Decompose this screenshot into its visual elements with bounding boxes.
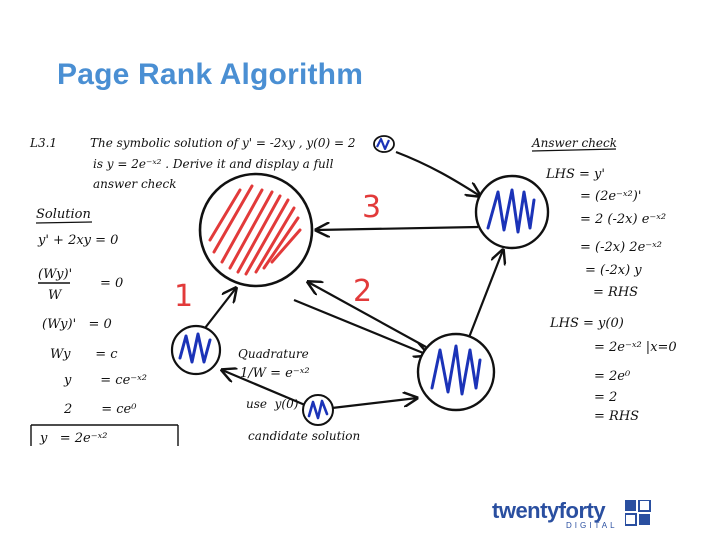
solution-step-2-den: W — [48, 288, 62, 303]
solution-box — [30, 424, 179, 446]
answer-check-heading: Answer check — [532, 136, 618, 150]
solution-step-3: (Wy)' = 0 — [42, 317, 112, 332]
solution-heading: Solution — [36, 207, 91, 222]
answer-lhs2-line-4: = 2 — [594, 390, 618, 405]
problem-label: L3.1 — [30, 136, 58, 150]
slide-title: Page Rank Algorithm — [57, 58, 364, 91]
edge-label-3: 3 — [362, 190, 382, 225]
solution-step-5: y = ce⁻ˣ² — [64, 373, 147, 388]
answer-lhs1-line-3: = 2 (-2x) e⁻ˣ² — [580, 212, 667, 227]
solution-step-6: 2 = ce⁰ — [64, 402, 137, 417]
answer-lhs1-line-1: LHS = y' — [546, 167, 605, 182]
answer-lhs1-line-4: = (-2x) 2e⁻ˣ² — [580, 240, 662, 255]
edge-arrow-right-to-top — [466, 250, 503, 341]
answer-underline — [531, 148, 617, 152]
edge-label-2: 2 — [353, 274, 373, 309]
solution-step-1: y' + 2xy = 0 — [38, 233, 119, 248]
answer-lhs2-line-3: = 2e⁰ — [594, 369, 631, 384]
edge-arrow-bottom-to-small — [222, 370, 306, 407]
answer-lhs1-line-2: = (2e⁻ˣ²)' — [580, 189, 642, 204]
edge-label-1: 1 — [174, 279, 194, 314]
logo-mark-icon — [625, 500, 651, 526]
edge-arrow-big-to-right — [293, 298, 428, 355]
solution-step-4: Wy = c — [50, 347, 118, 362]
problem-line-3: answer check — [93, 177, 177, 191]
solution-underline — [35, 221, 93, 224]
answer-lhs2-line-5: = RHS — [594, 409, 640, 424]
answer-lhs2-line-1: LHS = y(0) — [550, 316, 624, 331]
edge-arrow-bottom-to-right — [331, 398, 417, 410]
top-right-node — [474, 174, 550, 250]
big-red-node — [198, 172, 314, 288]
problem-line-2: is y = 2e⁻ˣ² . Derive it and display a f… — [93, 157, 334, 171]
edge-arrow-top-to-big — [316, 227, 479, 230]
problem-line-1: The symbolic solution of y' = -2xy , y(0… — [90, 136, 356, 150]
right-node — [416, 332, 496, 412]
bottom-node — [302, 394, 334, 426]
answer-lhs1-line-6: = RHS — [593, 285, 639, 300]
twentyforty-logo: twentyforty DIGITAL — [492, 498, 662, 534]
edge-arrow-small-to-big — [204, 288, 236, 329]
annotation-w-definition: 1/W = e⁻ˣ² — [240, 366, 310, 381]
logo-wordmark: twentyforty — [492, 498, 606, 523]
left-node — [170, 324, 222, 376]
answer-lhs1-line-5: = (-2x) y — [585, 263, 642, 278]
edge-arrow-right-to-big — [308, 282, 427, 348]
logo-subtitle: DIGITAL — [566, 521, 618, 530]
annotation-use: use y(0) — [246, 397, 299, 411]
solution-step-2-eq: = 0 — [100, 276, 124, 291]
annotation-candidate: candidate solution — [248, 429, 361, 443]
solution-step-2-num: (Wy)' — [38, 267, 73, 282]
annotation-quadrature: Quadrature — [238, 347, 309, 361]
answer-lhs2-line-2: = 2e⁻ˣ² |x=0 — [594, 340, 677, 355]
problem-node — [373, 135, 395, 153]
solution-final: y = 2e⁻ˣ² — [40, 431, 108, 446]
edge-arrow-problem-to-top — [395, 150, 480, 196]
